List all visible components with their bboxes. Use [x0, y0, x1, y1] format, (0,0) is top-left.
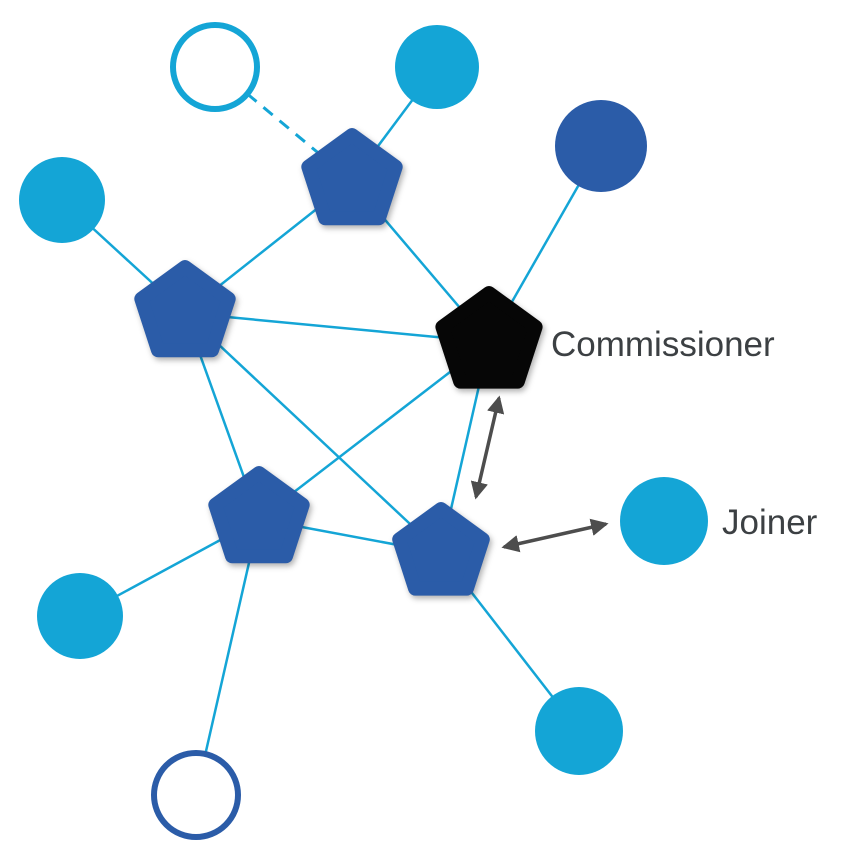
node-router-left: [134, 260, 236, 358]
node-commissioner: [435, 286, 543, 389]
node-router-top: [301, 128, 403, 226]
link-router-left--commissioner: [184, 311, 490, 344]
link-router-bottom-left--sleepy-end-device-bottom: [194, 518, 261, 796]
node-sleepy-end-device-bottom: [151, 750, 241, 840]
node-end-device-left: [19, 157, 105, 243]
node-end-device-bottom-right: [535, 687, 623, 775]
node-sleepy-end-device-top: [170, 22, 260, 112]
label-commissioner: Commissioner: [551, 325, 775, 364]
node-end-device-bottom-left: [37, 573, 123, 659]
node-end-device-top-right: [555, 100, 647, 192]
node-router-bottom-center: [392, 502, 490, 596]
nodes-layer: [19, 22, 708, 840]
joiner-session-arrow: [501, 518, 609, 553]
node-end-device-top: [395, 25, 479, 109]
commissioner-session-arrow: [470, 395, 505, 500]
node-joiner: [620, 477, 708, 565]
link-router-left--router-bottom-center: [184, 312, 442, 554]
node-router-bottom-left: [208, 466, 310, 564]
label-joiner: Joiner: [722, 503, 818, 542]
session-arrows-layer: [470, 395, 609, 553]
